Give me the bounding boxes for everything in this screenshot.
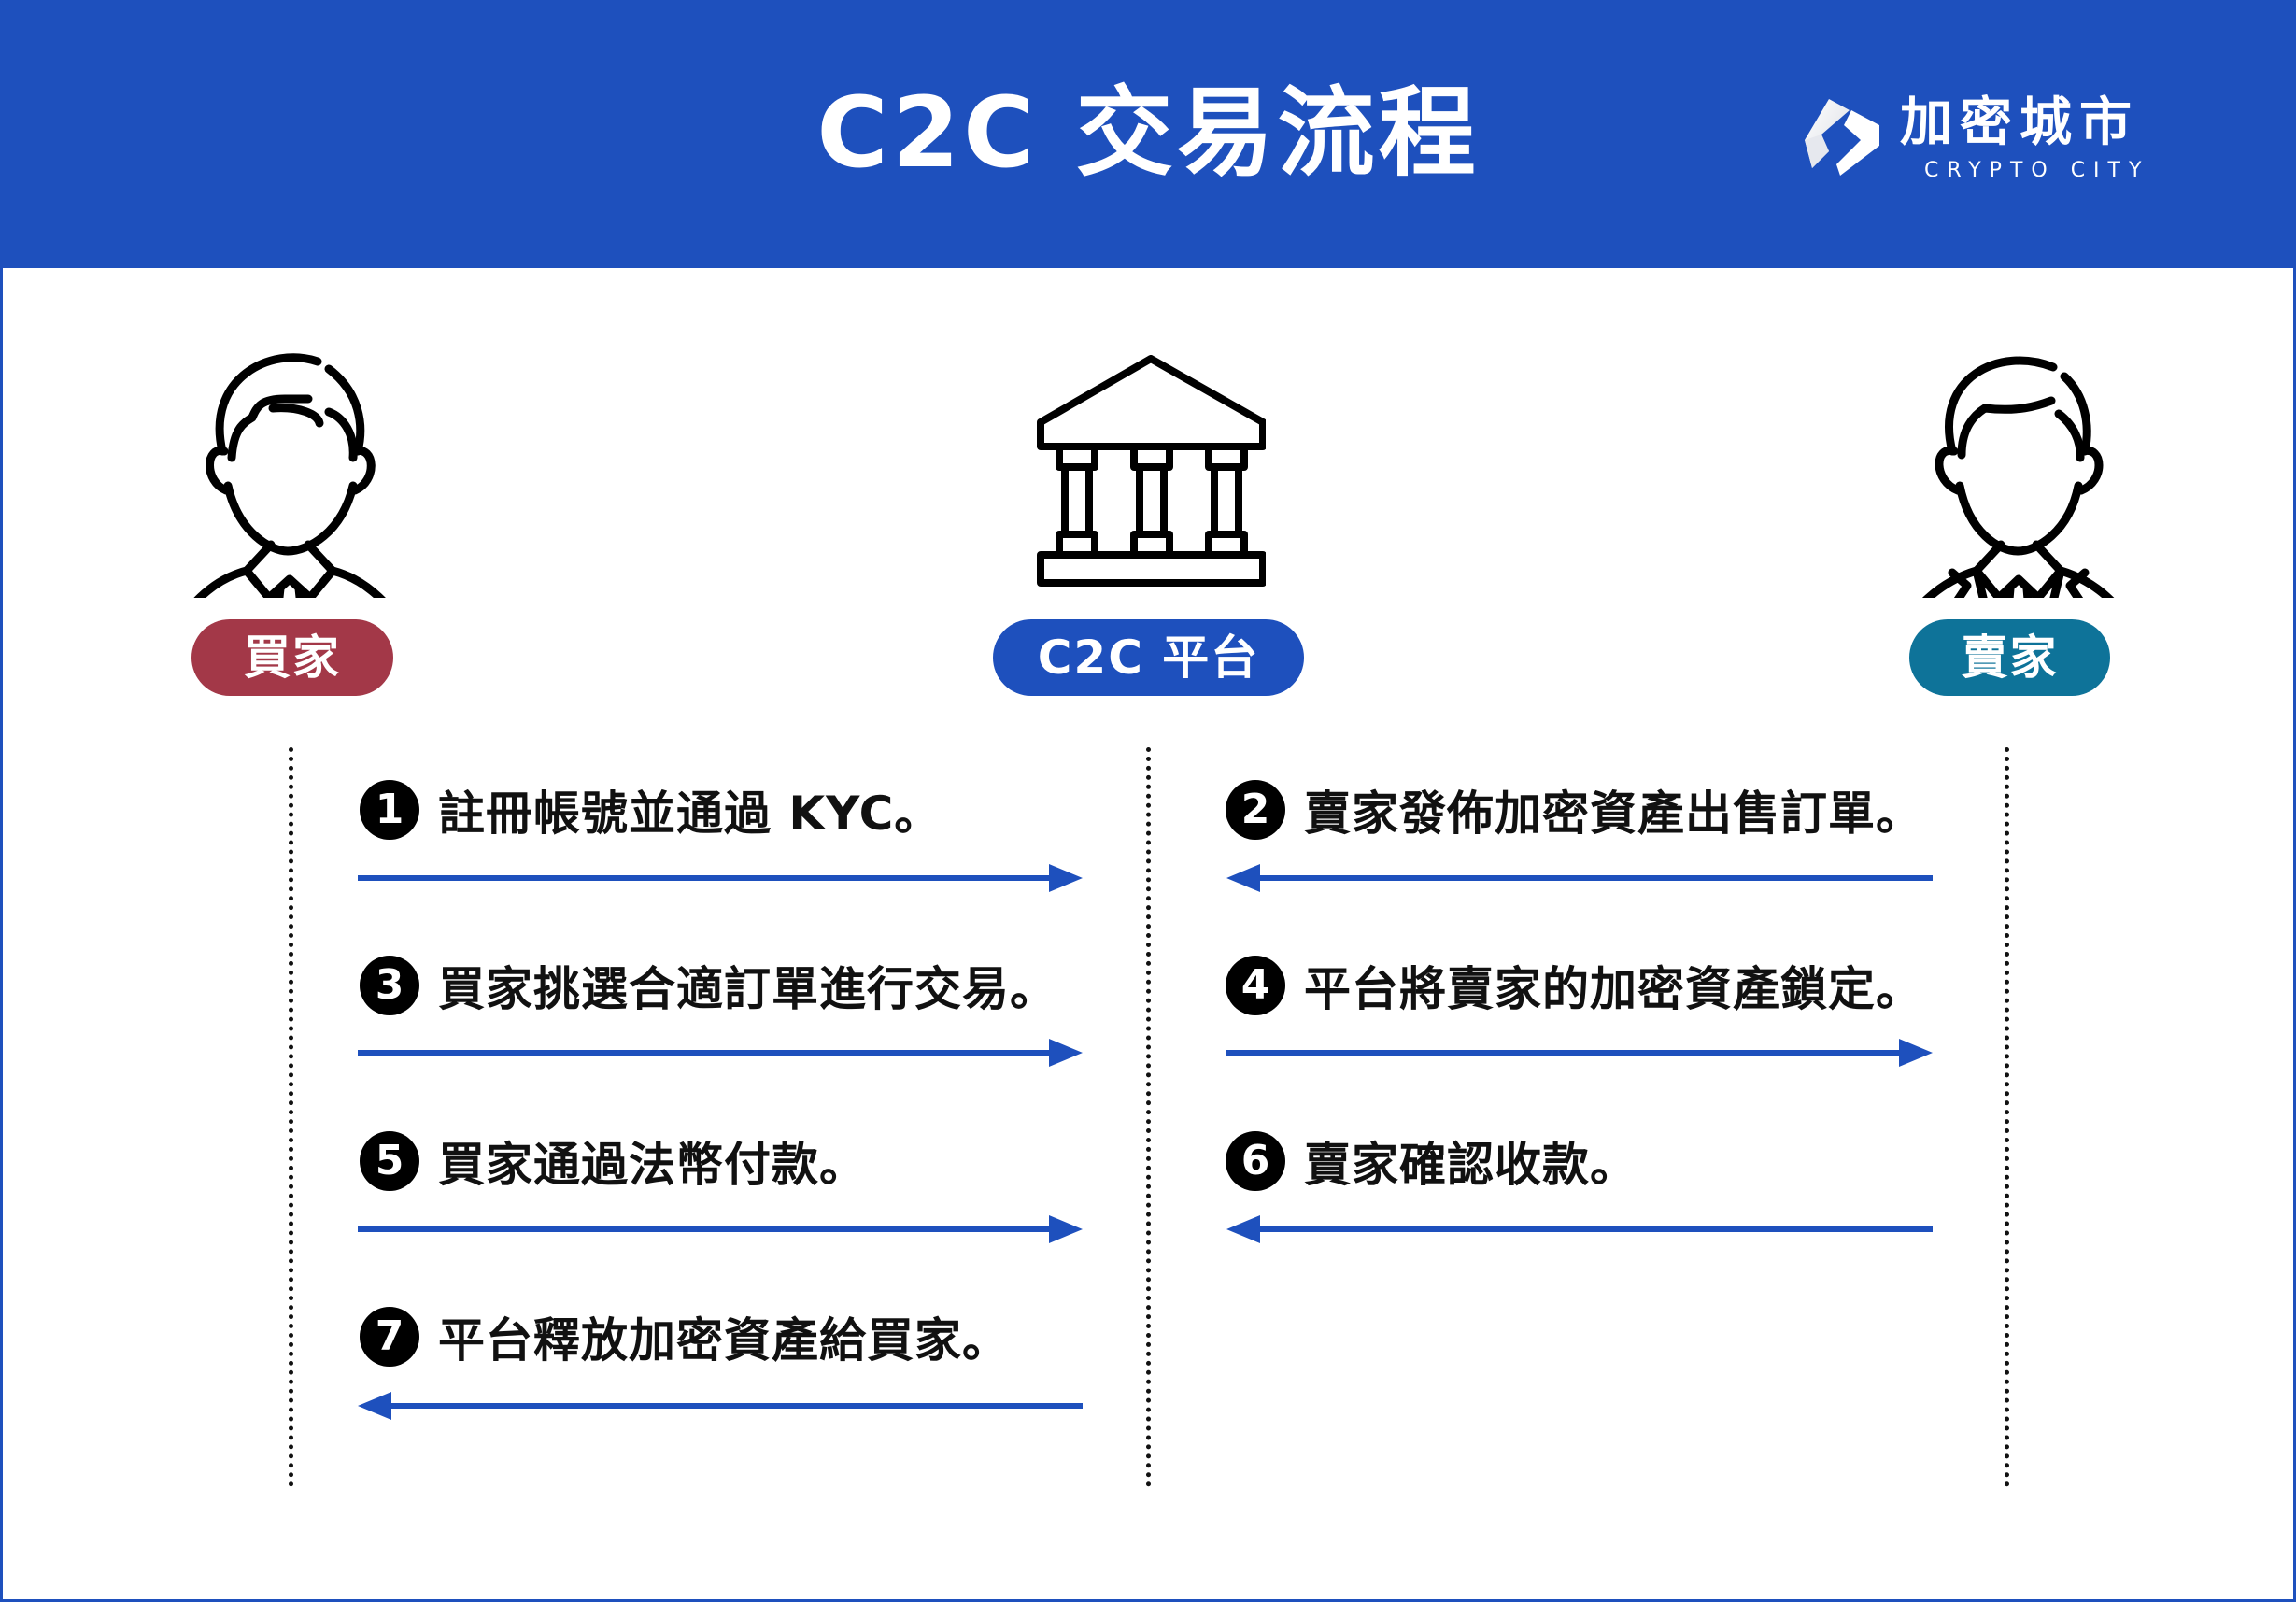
step-1: 1 註冊帳號並通過 KYC。 — [360, 777, 942, 843]
header-banner: C2C 交易流程 加密城市 CRYPTO CITY — [0, 0, 2296, 268]
arrowhead-right-icon — [1049, 1215, 1083, 1243]
step-text: 賣家確認收款。 — [1304, 1138, 1637, 1192]
step-4: 4 平台將賣家的加密資產鎖定。 — [1226, 953, 1923, 1018]
step-text: 平台釋放加密資產給買家。 — [438, 1313, 1010, 1368]
buyer-lifeline — [289, 747, 293, 1487]
step-2-arrow-left — [1226, 864, 1933, 892]
logo-name-cn: 加密城市 — [1900, 92, 2139, 153]
step-text: 平台將賣家的加密資產鎖定。 — [1304, 962, 1923, 1016]
step-text: 賣家發佈加密資產出售訂單。 — [1304, 787, 1923, 841]
step-4-arrow-right — [1226, 1039, 1933, 1067]
arrowhead-right-icon — [1049, 864, 1083, 892]
step-5-arrow-right — [358, 1215, 1083, 1243]
step-7-arrow-left — [358, 1392, 1083, 1420]
step-number-badge: 4 — [1226, 956, 1285, 1015]
step-5: 5 買家通過法幣付款。 — [360, 1128, 867, 1194]
step-number-badge: 2 — [1226, 780, 1285, 840]
seller-label: 賣家 — [1909, 619, 2110, 696]
bank-building-icon — [1037, 355, 1266, 587]
seller-lifeline — [2005, 747, 2009, 1487]
step-number-badge: 3 — [360, 956, 419, 1015]
logo-name-en: CRYPTO CITY — [1924, 159, 2150, 182]
step-1-arrow-right — [358, 864, 1083, 892]
step-2: 2 賣家發佈加密資產出售訂單。 — [1226, 777, 1923, 843]
step-text: 買家挑選合適訂單進行交易。 — [438, 962, 1057, 1016]
platform-label: C2C 平台 — [993, 619, 1304, 696]
arrowhead-right-icon — [1899, 1039, 1933, 1067]
brand-logo: 加密城市 CRYPTO CITY — [1803, 93, 2167, 187]
step-3-arrow-right — [358, 1039, 1083, 1067]
step-text: 買家通過法幣付款。 — [438, 1138, 867, 1192]
arrowhead-right-icon — [1049, 1039, 1083, 1067]
step-number-badge: 1 — [360, 780, 419, 840]
step-number-badge: 6 — [1226, 1131, 1285, 1191]
crypto-city-logo-icon — [1805, 99, 1879, 176]
person-shirt-tie-icon — [193, 353, 386, 598]
platform-lifeline — [1146, 747, 1151, 1487]
step-7: 7 平台釋放加密資產給買家。 — [360, 1304, 1010, 1369]
step-6: 6 賣家確認收款。 — [1226, 1128, 1637, 1194]
step-6-arrow-left — [1226, 1215, 1933, 1243]
buyer-label: 買家 — [191, 619, 393, 696]
step-number-badge: 7 — [360, 1307, 419, 1367]
person-suit-icon — [1921, 356, 2115, 598]
step-text: 註冊帳號並通過 KYC。 — [438, 787, 942, 841]
step-3: 3 買家挑選合適訂單進行交易。 — [360, 953, 1057, 1018]
step-number-badge: 5 — [360, 1131, 419, 1191]
page-title: C2C 交易流程 — [816, 76, 1480, 190]
